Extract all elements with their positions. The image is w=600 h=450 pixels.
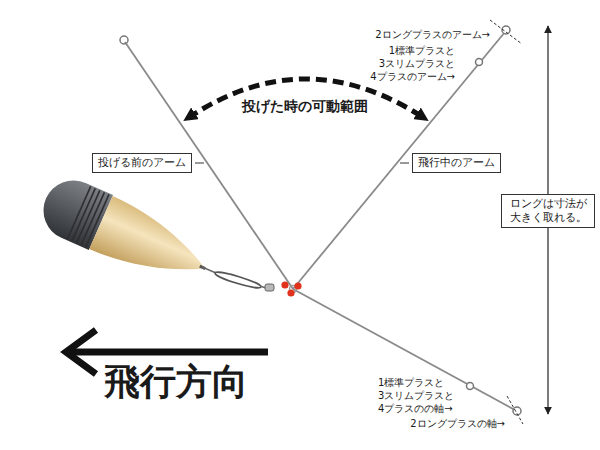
label-holder: 投げた時の可動範囲	[242, 98, 368, 115]
direction-arrow	[70, 349, 268, 356]
swivel	[265, 284, 274, 291]
swing-arc	[188, 79, 424, 118]
label-box: 投げる前のアーム	[92, 153, 192, 173]
arm-ring	[476, 59, 483, 66]
callout-label: 2ロングプラスのアーム→	[375, 29, 490, 41]
callout-label: 飛行方向	[104, 360, 248, 403]
snap	[214, 270, 262, 291]
sinker-body	[89, 196, 213, 293]
box-text: 飛行中のアーム	[418, 156, 495, 170]
arm-ring	[120, 36, 128, 44]
callout-label: 投げた時の可動範囲	[242, 98, 368, 115]
box-text: ロングは寸法が 大きく取れる。	[507, 197, 589, 225]
leader-wire	[202, 267, 216, 273]
label-holder: 2ロングプラスのアーム→	[375, 29, 490, 41]
label-holder: 飛行方向	[104, 360, 248, 403]
label-holder: 1標準プラスと 3スリムプラスと 4プラスのアーム→	[355, 44, 455, 83]
leader-line	[195, 163, 204, 164]
leader-line	[400, 163, 409, 164]
box-text: 投げる前のアーム	[98, 156, 186, 170]
sinker	[34, 171, 217, 296]
label-holder: 1標準プラスと 3スリムプラスと 4プラスのの軸→	[378, 376, 478, 415]
label-holder: 2ロングプラスの軸→	[410, 418, 505, 430]
red-bead	[294, 282, 301, 289]
label-box: ロングは寸法が 大きく取れる。	[501, 194, 595, 228]
red-bead	[281, 281, 288, 288]
callout-label: 2ロングプラスの軸→	[410, 418, 505, 430]
callout-label: 1標準プラスと 3スリムプラスと 4プラスのの軸→	[378, 376, 478, 415]
callout-label: 1標準プラスと 3スリムプラスと 4プラスのアーム→	[355, 44, 455, 83]
shaft-ring	[467, 383, 474, 390]
direction-arrowhead	[66, 330, 96, 374]
dimension-tick	[490, 20, 522, 44]
dimension-tick	[507, 396, 523, 424]
red-bead	[287, 289, 294, 296]
arm-in-flight	[293, 32, 505, 289]
label-box: 飛行中のアーム	[412, 153, 501, 173]
